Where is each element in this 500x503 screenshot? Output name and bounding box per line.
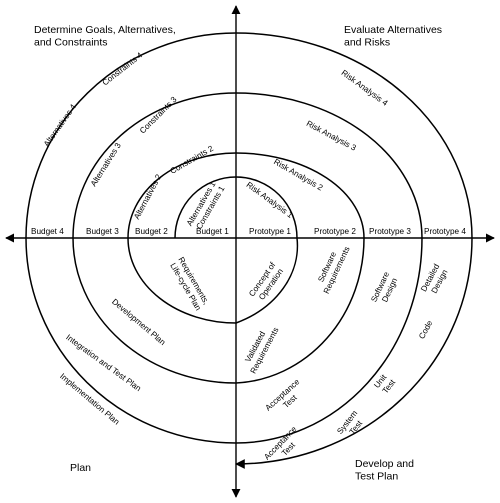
constraints-3-label: Constraints 3 [138, 95, 179, 136]
quadrant-title-bottom-left: Plan [70, 462, 91, 474]
code-label: Code [417, 319, 434, 341]
constraints-4-label: Constraints 4 [101, 50, 145, 87]
unit-test-label: Unit Test [372, 371, 397, 396]
alternatives-constraints-1-label: Alternatives 1 Constraints 1 [185, 178, 227, 232]
risk-analysis-4-label: Risk Analysis 4 [340, 68, 390, 108]
prototype-label-1: Prototype 1 [249, 227, 291, 236]
budget-label-3: Budget 3 [86, 227, 119, 236]
quadrant-title-bottom-right: Develop and Test Plan [355, 458, 417, 483]
alternatives-3-label: Alternatives 3 [89, 141, 123, 188]
alternatives-2-label: Alternatives 2 [132, 172, 163, 220]
software-design-label: Software Design [369, 268, 401, 307]
requirements-lifecycle-plan-label: Requirements, Life-cycle Plan [168, 255, 212, 313]
acceptance-test-inner-label: Acceptance Test [264, 376, 310, 420]
budget-label-4: Budget 4 [31, 227, 64, 236]
prototype-label-2: Prototype 2 [314, 227, 356, 236]
software-requirements-label: Software Requirements [313, 241, 352, 295]
concept-of-operation-label: Concept of Operation [247, 259, 287, 304]
quadrant-title-top-right: Evaluate Alternatives and Risks [344, 24, 445, 49]
constraints-2-label: Constraints 2 [169, 144, 216, 176]
prototype-label-3: Prototype 3 [369, 227, 411, 236]
risk-analysis-2-label: Risk Analysis 2 [272, 157, 325, 193]
budget-label-1: Budget 1 [196, 227, 229, 236]
spiral-path [25, 32, 473, 469]
budget-label-2: Budget 2 [135, 227, 168, 236]
implementation-plan-label: Implementation Plan [58, 372, 121, 427]
prototype-label-4: Prototype 4 [424, 227, 466, 236]
development-plan-label: Development Plan [110, 297, 167, 347]
detailed-design-label: Detailed Design [419, 260, 451, 297]
alternatives-4-label: Alternatives 4 [42, 102, 78, 148]
validated-requirements-label: Validated Requirements [240, 321, 281, 375]
quadrant-title-top-left: Determine Goals, Alternatives, and Const… [34, 24, 179, 49]
system-test-label: System Test [335, 407, 368, 442]
